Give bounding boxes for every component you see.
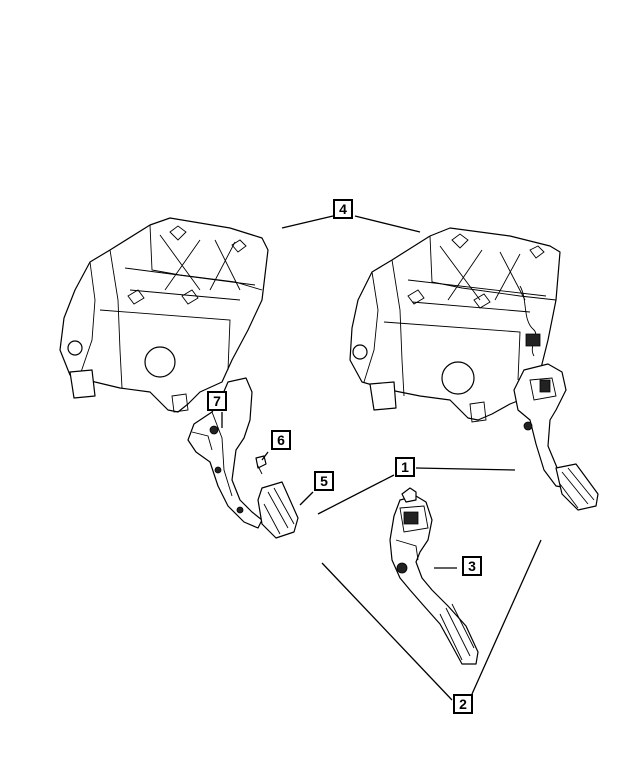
callout-3: 3 xyxy=(462,556,482,576)
leader-lines xyxy=(221,215,542,701)
callout-2: 2 xyxy=(453,694,473,714)
right-accelerator-pedal xyxy=(513,363,599,511)
right-pedal-bracket xyxy=(349,227,561,423)
callout-1: 1 xyxy=(395,457,415,477)
callout-6: 6 xyxy=(271,430,291,450)
callout-5: 5 xyxy=(314,471,334,491)
callout-7: 7 xyxy=(207,391,227,411)
accelerator-pedal-module xyxy=(389,487,479,665)
left-accelerator-pedal xyxy=(187,377,299,539)
callout-4: 4 xyxy=(333,199,353,219)
left-pedal-bracket xyxy=(59,217,269,413)
